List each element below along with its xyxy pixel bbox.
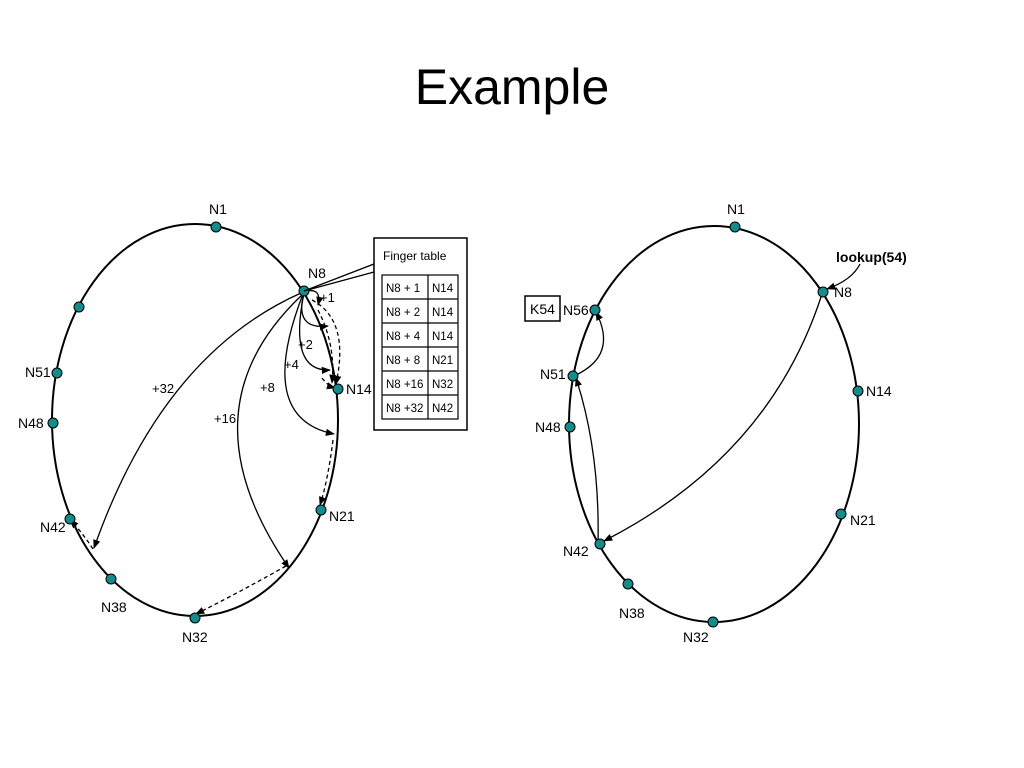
finger-row-6-node: N42	[432, 403, 453, 415]
left-node-n42	[64, 513, 76, 525]
right-node-n8	[817, 286, 829, 298]
left-label-n42: N42	[40, 519, 66, 535]
left-node-n51	[51, 367, 63, 379]
left-label-n14: N14	[346, 381, 372, 397]
finger-row-4-node: N21	[432, 355, 453, 367]
left-node-n1	[210, 221, 222, 233]
right-label-n51: N51	[540, 366, 566, 382]
left-node-n38	[105, 573, 117, 585]
finger-table-box	[373, 237, 468, 431]
finger-arc-plus-4	[298, 292, 331, 375]
right-label-n32: N32	[683, 629, 709, 645]
left-label-n1: N1	[209, 201, 227, 217]
finger-row-2-start: N8 + 2	[386, 307, 420, 319]
left-node-n14	[332, 383, 344, 395]
left-label-n21: N21	[329, 508, 355, 524]
lookup-hop-n42-to-n51	[575, 377, 599, 544]
right-node-n51	[567, 370, 579, 382]
finger-row-1-start: N8 + 1	[386, 283, 420, 295]
right-label-n8: N8	[834, 284, 852, 300]
finger-row-3-node: N14	[432, 331, 454, 343]
finger-row-5-node: N32	[432, 379, 453, 391]
finger-table: Finger table N8 + 1 N14 N8 + 2 N14 N8 + …	[373, 237, 468, 431]
finger-arcs	[93, 289, 335, 569]
finger-label-plus-32: +32	[152, 381, 174, 396]
right-node-n38	[622, 578, 634, 590]
finger-row-3-start: N8 + 4	[386, 331, 421, 343]
left-ring	[51, 223, 339, 617]
left-node-n21	[315, 504, 327, 516]
right-label-n48: N48	[535, 419, 561, 435]
finger-label-plus-8: +8	[260, 380, 275, 395]
right-node-n21	[835, 508, 847, 520]
right-label-n38: N38	[619, 605, 645, 621]
dashed-arrow-to-n14-c	[321, 377, 336, 390]
right-node-n48	[564, 421, 576, 433]
left-node-n56	[73, 301, 85, 313]
right-label-n14: N14	[866, 383, 892, 399]
finger-arc-plus-16	[236, 294, 303, 569]
finger-arc-plus-32	[93, 292, 302, 549]
finger-row-4-start: N8 + 8	[386, 355, 420, 367]
key-box	[524, 295, 561, 322]
right-label-n56: N56	[563, 302, 589, 318]
right-label-n42: N42	[563, 543, 589, 559]
left-label-n32: N32	[182, 629, 208, 645]
lookup-hop-n51-to-n56	[575, 311, 605, 376]
right-node-n42	[594, 538, 606, 550]
finger-row-2-node: N14	[432, 307, 454, 319]
finger-arc-plus-8	[284, 293, 335, 436]
left-label-n38: N38	[101, 599, 127, 615]
dashed-arrow-to-n21	[319, 439, 334, 506]
left-label-n51: N51	[25, 364, 51, 380]
finger-row-6-start: N8 +32	[386, 403, 423, 415]
left-label-n48: N48	[18, 415, 44, 431]
lookup-arrow	[826, 263, 861, 290]
right-node-n32	[707, 616, 719, 628]
finger-row-1-node: N14	[432, 283, 454, 295]
right-ring	[568, 225, 860, 623]
key-label: K54	[530, 301, 555, 317]
left-node-n48	[47, 417, 59, 429]
right-label-n21: N21	[850, 512, 876, 528]
right-node-n56	[589, 304, 601, 316]
dashed-arrow-to-n14-b	[317, 309, 337, 384]
left-node-n32	[189, 612, 201, 624]
right-node-n1	[729, 221, 741, 233]
right-node-n14	[852, 385, 864, 397]
dashed-arrow-to-n14-a	[311, 299, 342, 385]
lookup-path	[575, 263, 861, 544]
lookup-hop-n8-to-n42	[603, 293, 823, 542]
finger-label-plus-1: +1	[320, 290, 335, 305]
dashed-arrow-to-n32	[195, 565, 287, 615]
finger-table-title: Finger table	[383, 249, 447, 263]
finger-row-5-start: N8 +16	[386, 379, 423, 391]
right-ring-diagram: N1 N8 N14 N21 N32 N38 N42 N48 N51 N56 lo…	[524, 201, 907, 645]
finger-label-plus-2: +2	[298, 337, 313, 352]
left-ring-diagram: +1 +2 +4 +8 +16 +32 N1 N8 N14 N21 N32 N3…	[18, 201, 468, 645]
finger-label-plus-16: +16	[214, 411, 236, 426]
dashed-arrow-to-n42	[69, 519, 94, 550]
left-label-n8: N8	[308, 265, 326, 281]
slide-title: Example	[414, 59, 610, 115]
lookup-label: lookup(54)	[836, 249, 907, 265]
finger-label-plus-4: +4	[284, 357, 299, 372]
right-label-n1: N1	[727, 201, 745, 217]
